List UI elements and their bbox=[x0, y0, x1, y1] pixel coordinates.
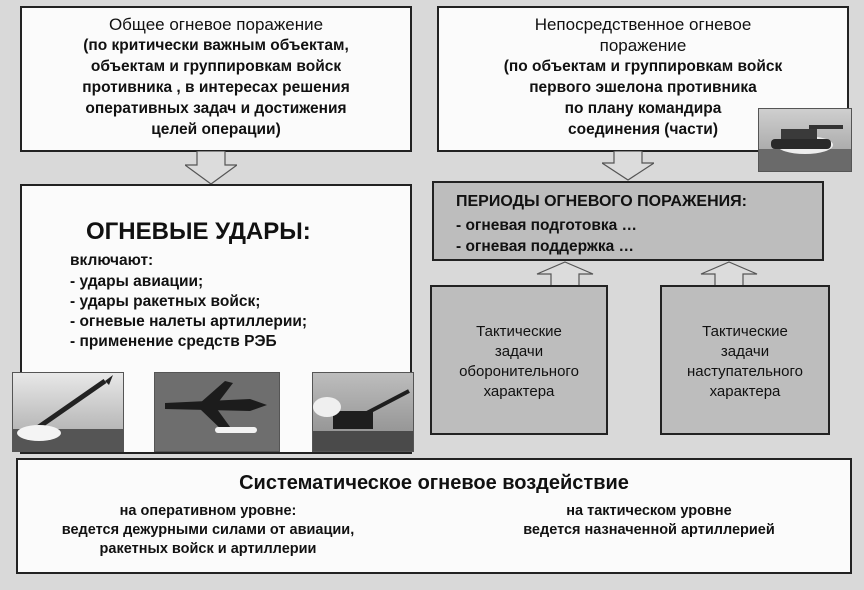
systematic-fire-box: Систематическое огневое воздействие на о… bbox=[16, 458, 852, 574]
systematic-right-text: на тактическом уровне ведется назначенно… bbox=[484, 502, 814, 540]
general-fire-damage-title: Общее огневое поражение bbox=[108, 15, 324, 34]
systematic-left-text: на оперативном уровне: ведется дежурными… bbox=[18, 502, 398, 559]
fire-strikes-intro: включают: bbox=[70, 252, 154, 269]
offensive-tasks-line: наступательного bbox=[686, 363, 804, 380]
general-fire-damage-box: Общее огневое поражение (по критически в… bbox=[20, 6, 412, 152]
list-item: - огневые налеты артиллерии; bbox=[70, 313, 308, 330]
offensive-tasks-box: Тактические задачи наступательного харак… bbox=[660, 285, 830, 435]
general-fire-damage-line: (по критически важным объектам, bbox=[83, 37, 349, 54]
offensive-tasks-line: характера bbox=[709, 383, 781, 400]
fire-strikes-list: - удары авиации; - удары ракетных войск;… bbox=[70, 272, 307, 352]
defensive-tasks-line: оборонительного bbox=[459, 363, 579, 380]
offensive-tasks-line: Тактические bbox=[702, 323, 788, 340]
systematic-right-line: ведется назначенной артиллерией bbox=[523, 522, 775, 538]
defensive-tasks-line: задачи bbox=[494, 343, 544, 360]
direct-fire-damage-line: первого эшелона противника bbox=[529, 79, 757, 96]
direct-fire-damage-line: по плану командира bbox=[564, 100, 722, 117]
periods-item: - огневая поддержка … bbox=[456, 238, 635, 255]
fire-strikes-title: ОГНЕВЫЕ УДАРЫ: bbox=[86, 218, 311, 245]
fighter-jet-photo-icon bbox=[154, 372, 280, 452]
direct-fire-damage-line: (по объектам и группировкам войск bbox=[503, 58, 783, 75]
up-arrow-left-icon bbox=[536, 261, 594, 287]
general-fire-damage-line: целей операции) bbox=[151, 121, 281, 138]
periods-title: ПЕРИОДЫ ОГНЕВОГО ПОРАЖЕНИЯ: bbox=[456, 193, 747, 210]
down-arrow-right-icon bbox=[602, 151, 654, 181]
general-fire-damage-line: объектам и группировкам войск bbox=[90, 58, 342, 75]
fire-damage-periods-box: ПЕРИОДЫ ОГНЕВОГО ПОРАЖЕНИЯ: - огневая по… bbox=[432, 181, 824, 261]
direct-fire-damage-box: Непосредственное огневое поражение (по о… bbox=[437, 6, 849, 152]
systematic-left-line: ракетных войск и артиллерии bbox=[99, 541, 317, 557]
up-arrow-right-icon bbox=[700, 261, 758, 287]
general-fire-damage-line: противника , в интересах решения bbox=[82, 79, 350, 96]
artillery-gun-photo-icon bbox=[312, 372, 414, 452]
systematic-left-line: ведется дежурными силами от авиации, bbox=[61, 522, 355, 538]
direct-fire-damage-title: Непосредственное огневое bbox=[534, 15, 752, 34]
offensive-tasks-line: задачи bbox=[720, 343, 770, 360]
periods-item: - огневая подготовка … bbox=[456, 217, 638, 234]
defensive-tasks-line: характера bbox=[483, 383, 555, 400]
list-item: - применение средств РЭБ bbox=[70, 333, 277, 350]
list-item: - удары ракетных войск; bbox=[70, 293, 261, 310]
tank-photo-icon bbox=[758, 108, 852, 172]
systematic-fire-title: Систематическое огневое воздействие bbox=[239, 472, 629, 494]
defensive-tasks-box: Тактические задачи оборонительного харак… bbox=[430, 285, 608, 435]
systematic-left-line: на оперативном уровне: bbox=[119, 503, 297, 519]
defensive-tasks-line: Тактические bbox=[476, 323, 562, 340]
direct-fire-damage-line: соединения (части) bbox=[568, 121, 718, 138]
list-item: - удары авиации; bbox=[70, 273, 204, 290]
general-fire-damage-line: оперативных задач и достижения bbox=[85, 100, 347, 117]
missile-launch-photo-icon bbox=[12, 372, 124, 452]
direct-fire-damage-title: поражение bbox=[599, 36, 687, 55]
down-arrow-left-icon bbox=[185, 151, 237, 185]
systematic-right-line: на тактическом уровне bbox=[566, 503, 732, 519]
